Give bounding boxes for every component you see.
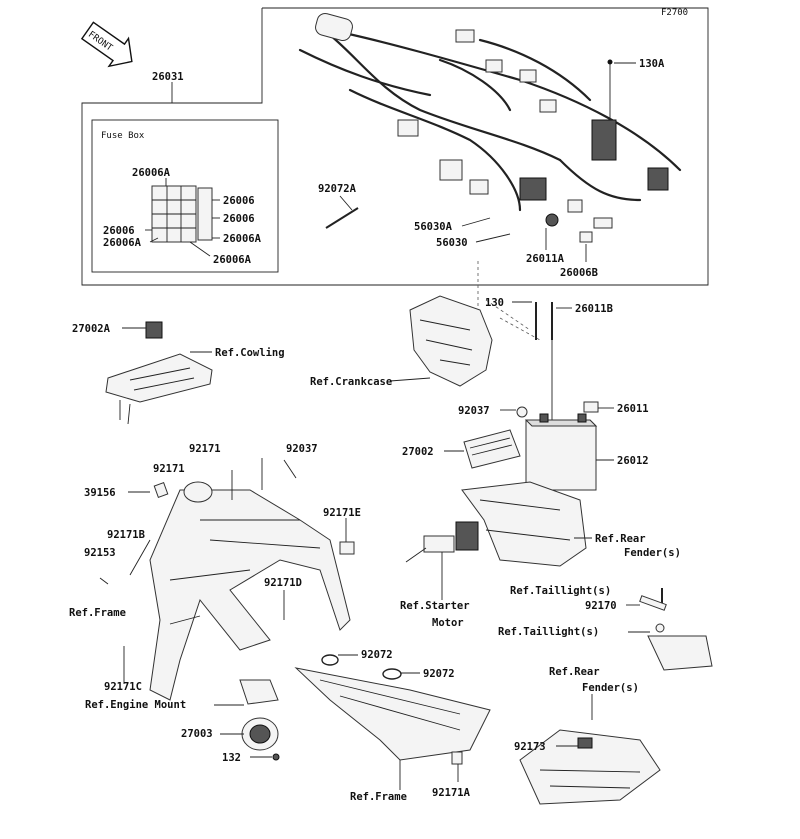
label-92072A: 92072A <box>318 183 357 195</box>
leader <box>189 241 211 257</box>
label-92037-r: 92037 <box>458 405 490 417</box>
label-27002: 27002 <box>402 446 434 458</box>
label-ref-rear-fender-3: Ref.Rear <box>549 666 600 678</box>
label-92171D: 92171D <box>264 577 302 589</box>
engine-mount-bracket <box>239 679 279 705</box>
harness-box-outline-left <box>81 8 263 286</box>
cable-tie-92072A <box>325 207 359 229</box>
label-92072-b: 92072 <box>423 668 455 680</box>
clamp-92170 <box>639 595 667 611</box>
label-92171C: 92171C <box>104 681 142 693</box>
ecu-27002 <box>463 429 521 469</box>
label-ref-cowling: Ref.Cowling <box>215 347 285 359</box>
label-ref-frame-2: Ref.Frame <box>350 791 407 803</box>
fuse-box <box>151 185 213 243</box>
leader <box>149 237 159 243</box>
dashed-guide <box>477 260 541 341</box>
label-92072-a: 92072 <box>361 649 393 661</box>
label-26006A-r: 26006A <box>223 233 262 245</box>
label-26006B: 26006B <box>560 267 598 279</box>
battery-26012 <box>524 413 598 491</box>
label-ref-crankcase: Ref.Crankcase <box>310 376 392 388</box>
horn-27003 <box>241 717 279 751</box>
label-130A: 130A <box>639 58 665 70</box>
label-27003: 27003 <box>181 728 213 740</box>
label-92171-b: 92171 <box>153 463 185 475</box>
main-wiring-harness <box>298 13 682 243</box>
label-92171E: 92171E <box>323 507 361 519</box>
label-26006-l: 26006 <box>103 225 135 237</box>
main-frame <box>149 481 351 701</box>
leader <box>283 459 297 479</box>
label-ref-starter-2: Motor <box>432 617 464 629</box>
leader <box>339 195 353 211</box>
leader <box>99 577 109 585</box>
label-26031: 26031 <box>152 71 184 83</box>
label-27002A: 27002A <box>72 323 111 335</box>
label-92171A: 92171A <box>432 787 471 799</box>
label-26006A-l: 26006A <box>103 237 142 249</box>
label-92170: 92170 <box>585 600 617 612</box>
label-26006-r2: 26006 <box>223 213 255 225</box>
label-56030A: 56030A <box>414 221 453 233</box>
cover-26011 <box>583 401 599 413</box>
leader <box>475 233 511 243</box>
front-arrow-icon: FRONT <box>80 21 133 68</box>
sub-frame <box>294 654 491 761</box>
label-132: 132 <box>222 752 241 764</box>
rear-fender-lower <box>519 729 661 805</box>
leader <box>129 539 151 576</box>
fuse-box-title: Fuse Box <box>101 131 145 141</box>
label-ref-rear-fender-4: Fender(s) <box>582 682 639 694</box>
label-ref-taillight-2: Ref.Taillight(s) <box>498 626 599 638</box>
label-92037-l: 92037 <box>286 443 318 455</box>
taillight-bracket <box>647 623 713 671</box>
clamp-92171E <box>339 541 355 555</box>
label-ref-starter-1: Ref.Starter <box>400 600 470 612</box>
label-92153: 92153 <box>84 547 116 559</box>
leader <box>169 615 201 625</box>
label-ref-rear-fender-2: Fender(s) <box>624 547 681 559</box>
crankcase-part <box>409 295 493 387</box>
label-26012: 26012 <box>617 455 649 467</box>
label-ref-engine-mount: Ref.Engine Mount <box>85 699 186 711</box>
clamp-92171A <box>451 751 463 765</box>
label-92171-a: 92171 <box>189 443 221 455</box>
label-26006A-top: 26006A <box>132 167 171 179</box>
label-ref-taillight-1: Ref.Taillight(s) <box>510 585 611 597</box>
label-26011B: 26011B <box>575 303 613 315</box>
label-ref-rear-fender-1: Ref.Rear <box>595 533 646 545</box>
figure-code: F2700 <box>661 8 688 18</box>
label-26006A-bot: 26006A <box>213 254 252 266</box>
leader <box>389 377 431 382</box>
label-56030: 56030 <box>436 237 468 249</box>
label-130: 130 <box>485 297 504 309</box>
cowling-bracket <box>105 321 213 425</box>
label-26011A: 26011A <box>526 253 565 265</box>
starter-relay <box>405 521 479 563</box>
label-26006-r1: 26006 <box>223 195 255 207</box>
label-26011: 26011 <box>617 403 649 415</box>
harness-box-outline <box>262 7 709 286</box>
fuse-box-frame <box>91 119 279 273</box>
cap-92037 <box>516 406 528 418</box>
label-92173: 92173 <box>514 741 546 753</box>
bolt-132 <box>272 753 280 761</box>
label-39156: 39156 <box>84 487 116 499</box>
label-ref-frame-1: Ref.Frame <box>69 607 126 619</box>
rear-fender-tray <box>461 481 587 567</box>
label-92171B: 92171B <box>107 529 145 541</box>
leader <box>461 217 491 227</box>
